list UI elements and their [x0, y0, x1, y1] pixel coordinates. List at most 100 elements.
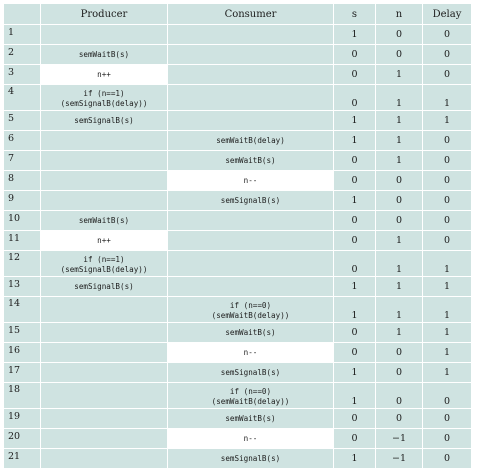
- header-consumer: Consumer: [167, 3, 334, 25]
- step-number-cell: 15: [3, 322, 41, 343]
- producer-cell: semSignalB(s): [40, 276, 168, 297]
- producer-cell: semSignalB(s): [40, 110, 168, 131]
- producer-cell: semWaitB(s): [40, 44, 168, 65]
- s-value-cell: 1: [333, 276, 376, 297]
- delay-value-cell: 0: [422, 428, 472, 449]
- delay-value-cell: 1: [422, 276, 472, 297]
- consumer-cell: semWaitB(s): [167, 408, 334, 429]
- header-delay: Delay: [422, 3, 472, 25]
- n-value-cell: 1: [375, 110, 423, 131]
- step-number-cell: 16: [3, 342, 41, 363]
- consumer-cell: semSignalB(s): [167, 448, 334, 469]
- n-value-cell: 1: [375, 230, 423, 251]
- s-value-cell: 0: [333, 210, 376, 231]
- consumer-cell: n--: [167, 428, 334, 449]
- consumer-cell: semWaitB(s): [167, 150, 334, 171]
- s-value-cell: 1: [333, 130, 376, 151]
- consumer-cell: [167, 250, 334, 277]
- n-value-cell: 1: [375, 64, 423, 85]
- consumer-cell: semSignalB(s): [167, 190, 334, 211]
- n-value-cell: 0: [375, 382, 423, 409]
- n-value-cell: 0: [375, 190, 423, 211]
- step-number-cell: 20: [3, 428, 41, 449]
- producer-cell: [40, 322, 168, 343]
- n-value-cell: 1: [375, 276, 423, 297]
- consumer-code-line: semWaitB(s): [225, 327, 276, 337]
- s-value-cell: 0: [333, 342, 376, 363]
- n-value-cell: 1: [375, 250, 423, 277]
- delay-value-cell: 0: [422, 150, 472, 171]
- delay-value-cell: 1: [422, 296, 472, 323]
- header-producer: Producer: [40, 3, 168, 25]
- delay-value-cell: 0: [422, 190, 472, 211]
- header-s: s: [333, 3, 376, 25]
- s-value-cell: 0: [333, 250, 376, 277]
- s-value-cell: 1: [333, 190, 376, 211]
- header-n: n: [375, 3, 423, 25]
- consumer-cell: [167, 44, 334, 65]
- consumer-cell: [167, 210, 334, 231]
- delay-value-cell: 1: [422, 110, 472, 131]
- producer-cell: if (n==1)(semSignalB(delay)): [40, 84, 168, 111]
- s-value-cell: 0: [333, 150, 376, 171]
- s-value-cell: 1: [333, 382, 376, 409]
- producer-cell: [40, 342, 168, 363]
- step-number-cell: 4: [3, 84, 41, 111]
- consumer-code-line: if (n==0): [229, 387, 272, 396]
- delay-value-cell: 0: [422, 382, 472, 409]
- consumer-cell: [167, 64, 334, 85]
- consumer-code-line: semWaitB(delay): [216, 135, 285, 145]
- s-value-cell: 0: [333, 322, 376, 343]
- consumer-code-line: n--: [243, 175, 258, 185]
- step-number-cell: 21: [3, 448, 41, 469]
- producer-code-line: n++: [97, 69, 111, 79]
- producer-cell: [40, 190, 168, 211]
- producer-cell: n++: [40, 64, 168, 85]
- consumer-cell: semWaitB(s): [167, 322, 334, 343]
- producer-cell: [40, 24, 168, 45]
- consumer-code-line: if (n==0): [229, 301, 272, 310]
- s-value-cell: 0: [333, 428, 376, 449]
- s-value-cell: 1: [333, 24, 376, 45]
- step-number-cell: 7: [3, 150, 41, 171]
- s-value-cell: 0: [333, 64, 376, 85]
- producer-code-line: if (n==1): [83, 255, 125, 264]
- step-number-cell: 1: [3, 24, 41, 45]
- consumer-code-line: semSignalB(s): [220, 453, 281, 463]
- producer-cell: n++: [40, 230, 168, 251]
- consumer-cell: [167, 24, 334, 45]
- producer-cell: if (n==1)(semSignalB(delay)): [40, 250, 168, 277]
- producer-cell: [40, 150, 168, 171]
- s-value-cell: 1: [333, 296, 376, 323]
- n-value-cell: 0: [375, 210, 423, 231]
- step-number-cell: 5: [3, 110, 41, 131]
- step-number-cell: 6: [3, 130, 41, 151]
- n-value-cell: 0: [375, 342, 423, 363]
- producer-code-line: semWaitB(s): [78, 49, 130, 59]
- delay-value-cell: 1: [422, 250, 472, 277]
- consumer-cell: [167, 276, 334, 297]
- n-value-cell: −1: [375, 428, 423, 449]
- header-step: [3, 3, 41, 25]
- producer-cell: [40, 382, 168, 409]
- s-value-cell: 1: [333, 362, 376, 383]
- consumer-code-line: (semWaitB(delay)): [211, 397, 290, 406]
- n-value-cell: 1: [375, 150, 423, 171]
- n-value-cell: 0: [375, 44, 423, 65]
- producer-cell: semWaitB(s): [40, 210, 168, 231]
- producer-code-line: (semSignalB(delay)): [60, 265, 148, 274]
- step-number-cell: 19: [3, 408, 41, 429]
- n-value-cell: 1: [375, 322, 423, 343]
- n-value-cell: −1: [375, 448, 423, 469]
- s-value-cell: 1: [333, 448, 376, 469]
- consumer-cell: [167, 84, 334, 111]
- delay-value-cell: 0: [422, 44, 472, 65]
